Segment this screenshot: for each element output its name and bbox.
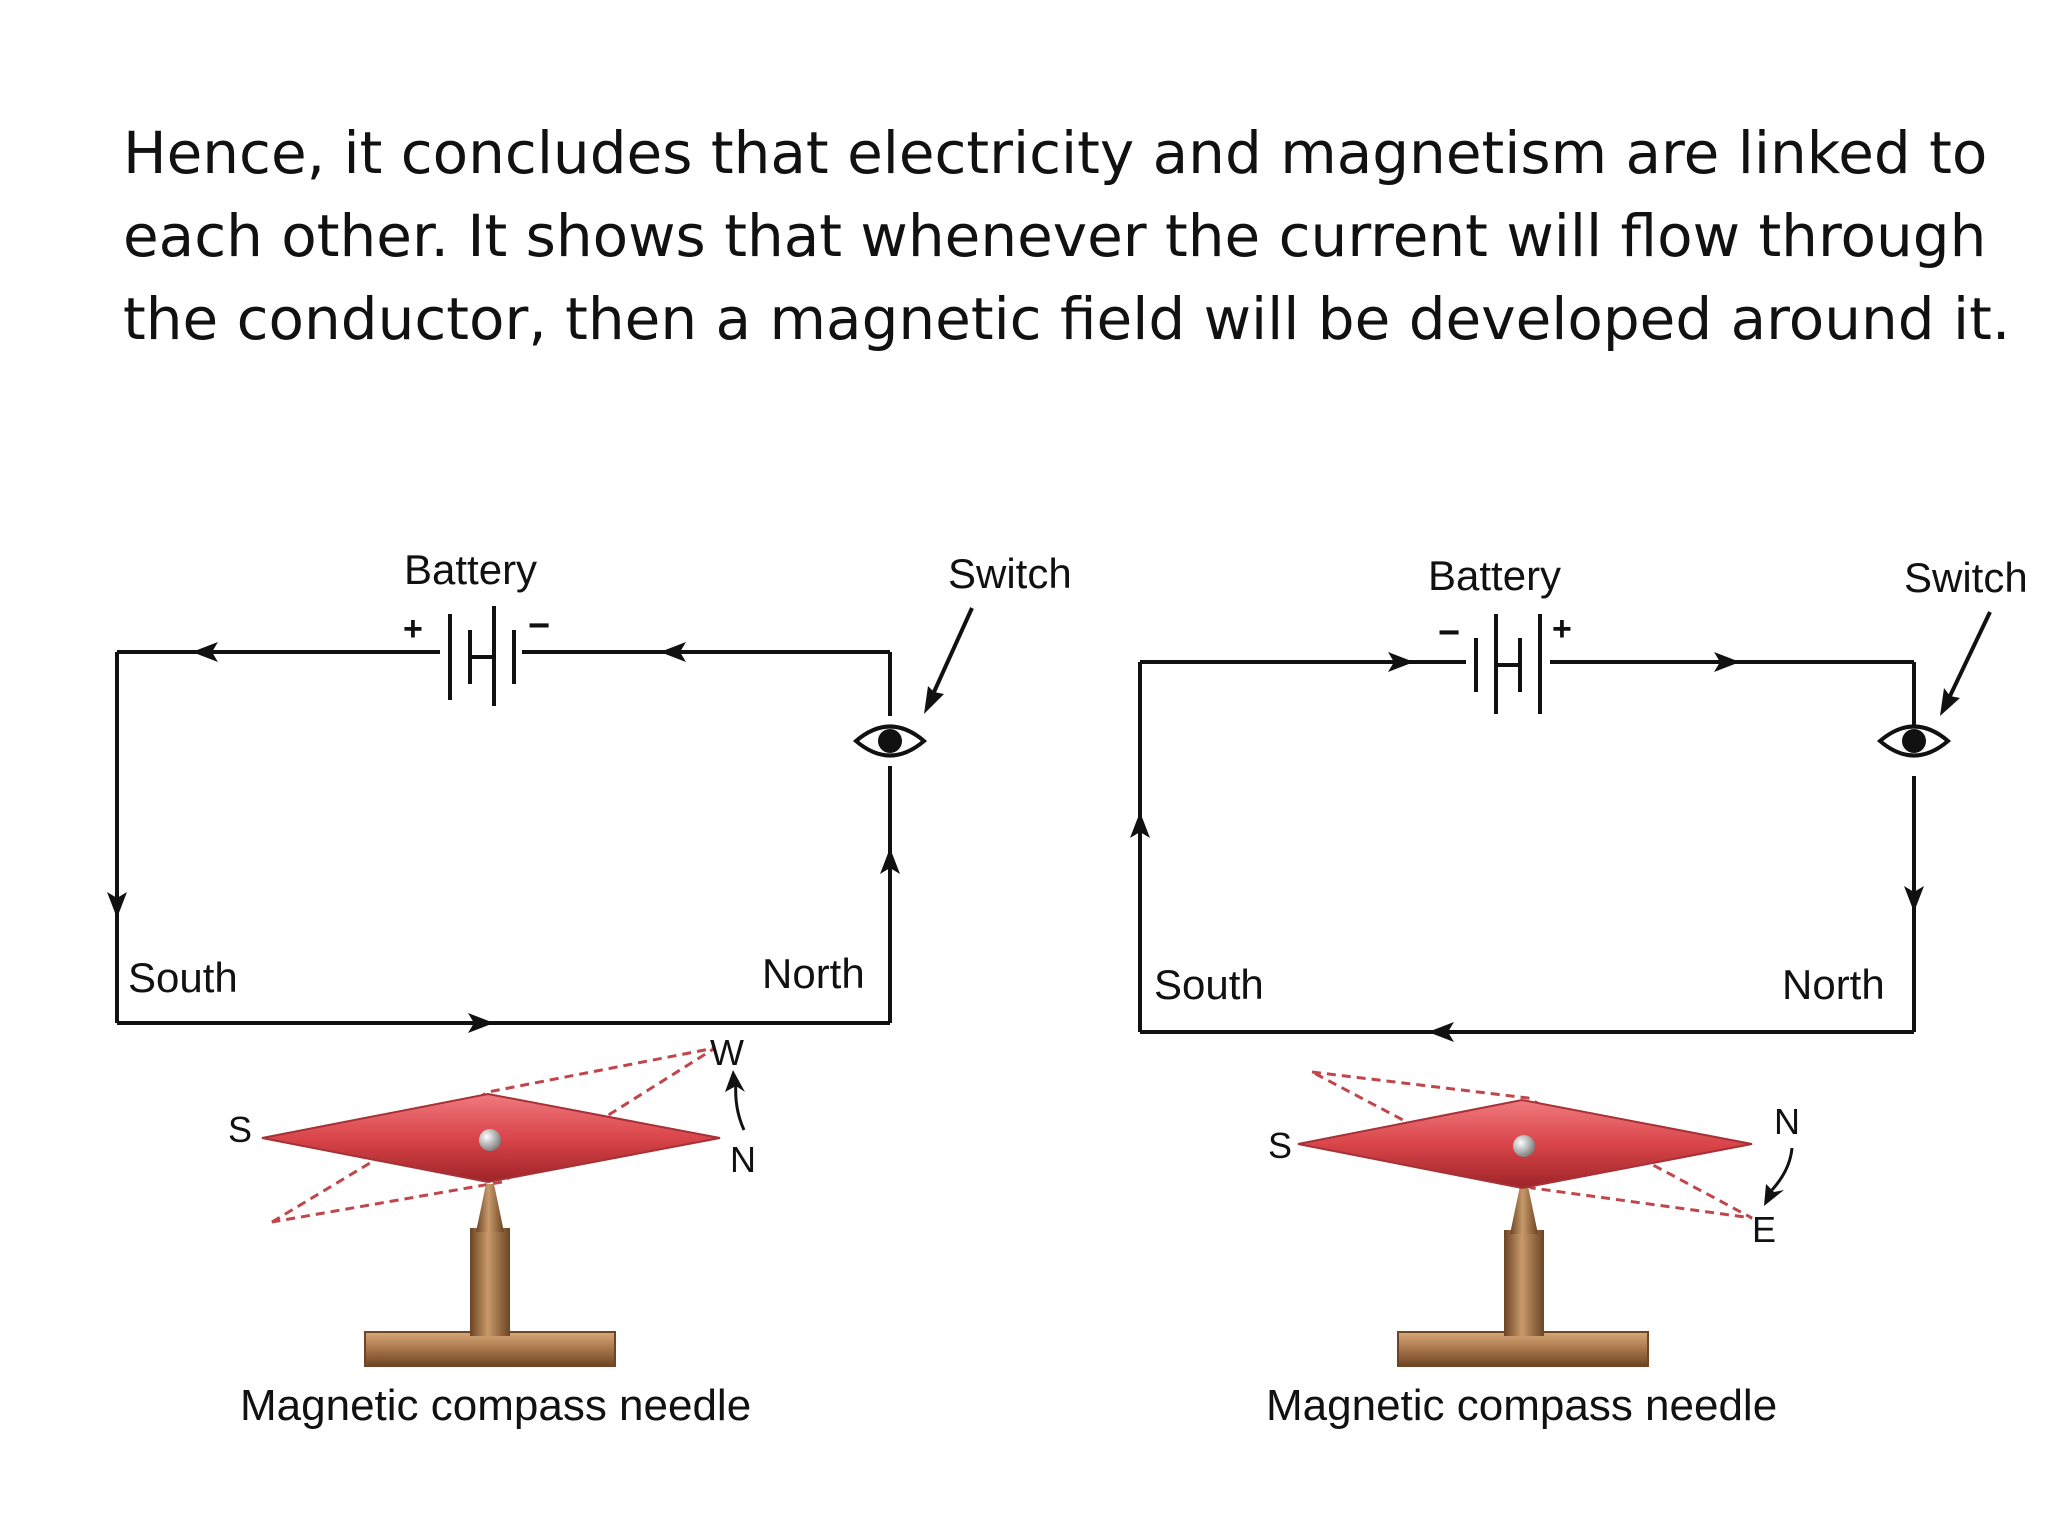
- right-battery-symbol: [1474, 614, 1542, 714]
- right-north-label: North: [1782, 961, 1885, 1008]
- right-battery-label: Battery: [1428, 552, 1561, 599]
- left-south-label: South: [128, 954, 238, 1001]
- right-south-label: South: [1154, 961, 1264, 1008]
- left-compass-post-tip: [476, 1184, 504, 1232]
- left-compass-base: [364, 1331, 616, 1367]
- right-deflect-from-label: N: [1774, 1101, 1800, 1142]
- right-switch-symbol: [1876, 724, 1952, 758]
- right-compass-post: [1504, 1230, 1544, 1336]
- right-current-arrows: [1130, 652, 1924, 1042]
- arrow-up-icon: [725, 1070, 745, 1092]
- arrow-right-icon: [1388, 652, 1414, 672]
- arrow-left-icon: [192, 642, 218, 662]
- right-deflection-arrow: [1770, 1147, 1794, 1192]
- headline-line: the conductor, then a magnetic field wil…: [123, 285, 2011, 353]
- left-deflect-from-label: N: [730, 1139, 756, 1180]
- arrow-left-icon: [660, 642, 686, 662]
- arrow-up-icon: [1130, 812, 1150, 838]
- right-compass: S N E: [1268, 1070, 1800, 1367]
- left-compass-pivot: [479, 1129, 501, 1151]
- arrow-up-icon: [880, 848, 900, 874]
- left-compass: S N W: [228, 1032, 756, 1367]
- left-switch-label: Switch: [948, 550, 1072, 597]
- left-switch-pointer: [924, 607, 974, 714]
- left-battery-positive-terminal: +: [403, 610, 423, 648]
- left-circuit-wire: [115, 650, 892, 1025]
- left-circuit-diagram: Battery + − Switch South North S N W Mag…: [107, 546, 1072, 1430]
- right-compass-caption: Magnetic compass needle: [1266, 1381, 1777, 1430]
- left-switch-symbol: [852, 724, 928, 758]
- arrow-right-icon: [1714, 652, 1740, 672]
- arrow-down-icon: [1764, 1184, 1784, 1206]
- right-compass-base: [1397, 1331, 1649, 1367]
- left-compass-caption: Magnetic compass needle: [240, 1381, 751, 1430]
- left-battery-negative-terminal: −: [528, 605, 550, 647]
- left-deflection-arrow: [734, 1081, 746, 1131]
- right-needle-south-end-label: S: [1268, 1125, 1292, 1166]
- left-north-label: North: [762, 950, 865, 997]
- arrow-down-icon: [1904, 886, 1924, 912]
- right-battery-negative-terminal: −: [1438, 612, 1460, 654]
- arrow-right-icon: [468, 1013, 494, 1033]
- right-switch-pointer: [1940, 611, 1992, 716]
- left-current-arrows: [107, 642, 900, 1033]
- headline-line: each other. It shows that whenever the c…: [123, 202, 1987, 270]
- left-compass-post: [470, 1228, 510, 1336]
- right-deflect-to-label: E: [1752, 1209, 1776, 1250]
- headline-line: Hence, it concludes that electricity and…: [123, 119, 1988, 187]
- right-switch-label: Switch: [1904, 554, 2028, 601]
- left-battery-label: Battery: [404, 546, 537, 593]
- left-deflect-to-label: W: [710, 1032, 744, 1073]
- headline-text: Hence, it concludes that electricity and…: [123, 112, 2011, 361]
- right-compass-needle-original-position: [1311, 1070, 1753, 1220]
- right-battery-positive-terminal: +: [1552, 610, 1572, 648]
- right-circuit-diagram: Battery − + Switch South North S N E Mag…: [1130, 552, 2028, 1430]
- right-compass-post-tip: [1510, 1186, 1538, 1234]
- left-battery-symbol: [448, 606, 516, 706]
- right-compass-pivot: [1513, 1135, 1535, 1157]
- left-needle-south-end-label: S: [228, 1109, 252, 1150]
- arrow-pointer-icon: [924, 686, 944, 714]
- arrow-down-icon: [107, 892, 127, 918]
- arrow-pointer-icon: [1940, 688, 1960, 716]
- arrow-left-icon: [1428, 1022, 1454, 1042]
